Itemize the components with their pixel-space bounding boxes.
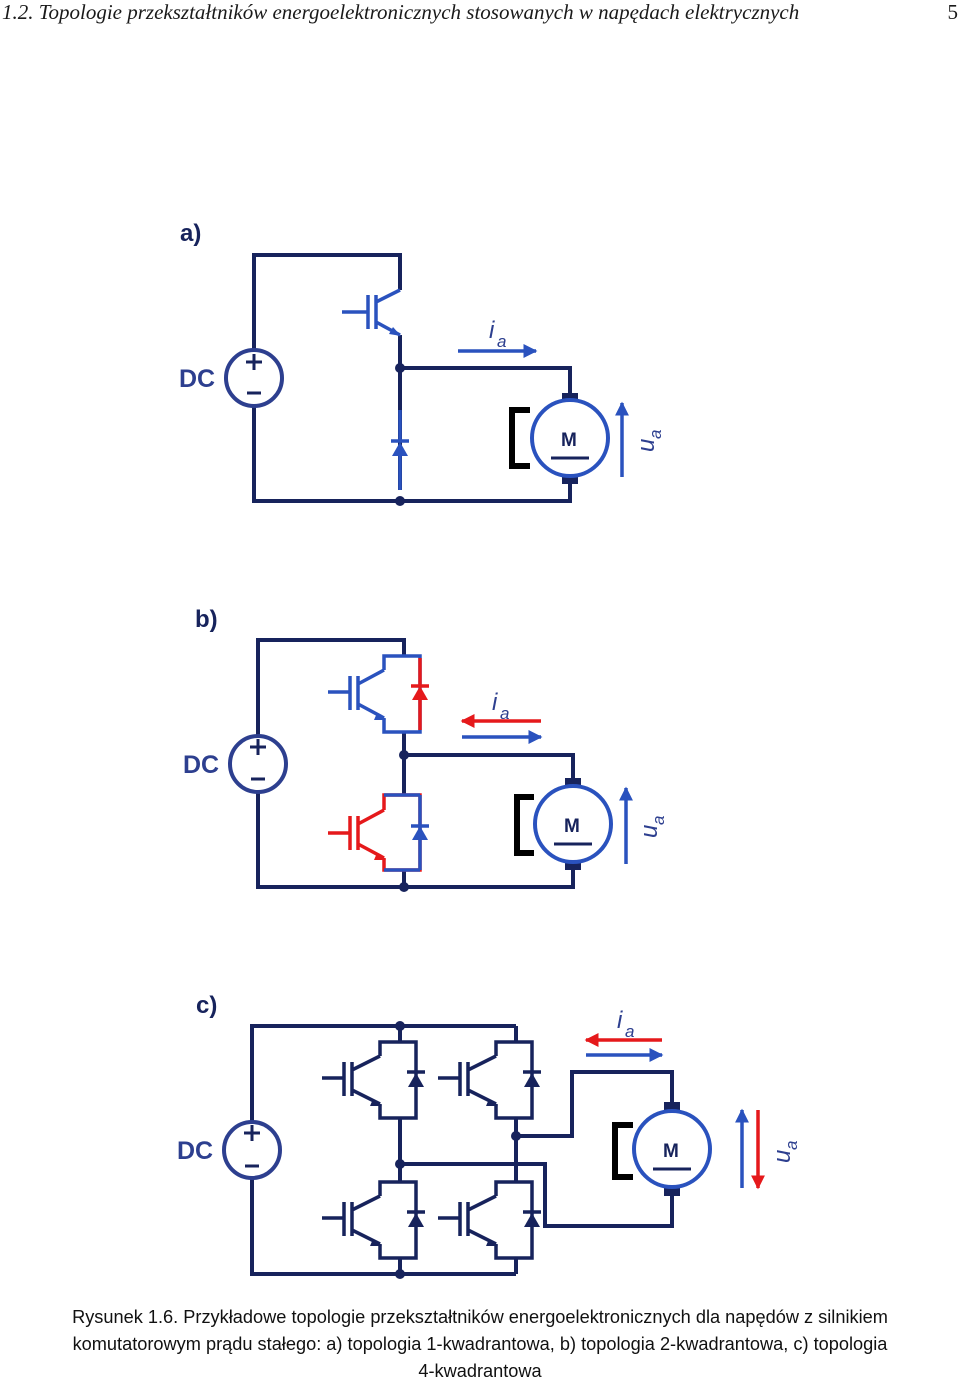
motor-terminal [664,1186,680,1196]
running-title: 1.2. Topologie przekształtników energoel… [2,0,800,24]
junction-dot [399,882,409,892]
voltage-symbol: u [636,825,663,838]
panel-c: c) DC [177,992,801,1279]
emitter-arrow-icon [374,853,386,860]
voltage-indicator: u a [615,401,665,477]
current-subscript: a [500,704,509,723]
dc-source-circle [228,734,288,794]
caption-line-2: komutatorowym prądu stałego: a) topologi… [72,1334,888,1354]
dc-motor: M [514,778,613,870]
voltage-subscript: a [646,430,665,439]
current-symbol: i [617,1007,623,1034]
current-symbol: i [492,689,498,716]
igbt-module-bottom-left [322,1180,425,1260]
motor-label: M [663,1141,679,1162]
converter-topologies-figure: a) DC M [177,220,801,1279]
emitter-arrow-icon [486,1099,498,1106]
emitter-arrow-icon [374,713,386,720]
panel-c-wiring [250,1024,674,1276]
dc-label: DC [183,751,219,779]
field-winding-bracket [514,794,534,856]
voltage-indicator: u a [735,1108,801,1190]
dc-label: DC [177,1137,213,1165]
junction-dot [395,1021,405,1031]
emitter-arrow-icon [370,1239,382,1246]
page-number: 5 [947,0,959,24]
panel-b-label: b) [195,606,218,633]
dc-label: DC [179,365,215,393]
dc-source-circle [224,348,284,408]
junction-dot [399,750,409,760]
voltage-subscript: a [782,1141,801,1150]
diode-icon [408,1213,424,1227]
igbt-transistor [342,288,401,337]
voltage-symbol: u [769,1150,796,1163]
diode-icon [408,1073,424,1087]
motor-terminal [565,860,581,870]
igbt-upper-module [328,654,429,734]
dc-motor: M [509,393,610,484]
plus-icon [244,1125,260,1141]
motor-label: M [561,430,577,451]
motor-label: M [564,816,580,837]
junction-dot [395,1159,405,1169]
caption-line-1: Rysunek 1.6. Przykładowe topologie przek… [72,1307,888,1327]
field-winding-bracket [509,407,530,469]
voltage-indicator: u a [619,786,668,864]
current-symbol: i [489,317,495,344]
panel-c-label: c) [196,992,217,1019]
junction-dot [395,1269,405,1279]
emitter-arrow-icon [370,1099,382,1106]
igbt-module-bottom-right [438,1180,541,1260]
panel-a-label: a) [180,220,201,247]
field-winding-bracket [612,1122,633,1180]
motor-terminal [565,778,581,788]
igbt-module-top-right [438,1040,541,1120]
junction-dot [395,496,405,506]
panel-b: b) DC [183,606,668,892]
junction-dot [395,363,405,373]
panel-b-wiring [256,638,575,889]
dc-source: DC [183,734,288,794]
plus-icon [250,739,266,755]
dc-motor: M [612,1102,712,1196]
current-indicator: i a [460,689,543,744]
igbt-module-top-left [322,1040,425,1120]
motor-terminal [562,474,578,484]
voltage-subscript: a [649,816,668,825]
emitter-arrow-icon [389,327,401,336]
diode-icon [524,1073,540,1087]
caption-line-3: 4-kwadrantowa [418,1361,542,1381]
diode-icon [524,1213,540,1227]
page-header: 1.2. Topologie przekształtników energoel… [0,0,960,30]
emitter-arrow-icon [486,1239,498,1246]
dc-source: DC [177,1120,282,1180]
diode-lower-forward [412,826,428,840]
voltage-symbol: u [633,439,660,452]
diode-upper-reverse [412,686,428,700]
current-indicator: i a [458,317,538,358]
panel-a: a) DC M [179,220,665,506]
dc-source-circle [222,1120,282,1180]
freewheeling-diode [391,410,409,490]
current-indicator: i a [584,1007,664,1062]
plus-icon [246,354,262,370]
figure-caption: Rysunek 1.6. Przykładowe topologie przek… [0,1304,960,1385]
current-subscript: a [625,1022,634,1041]
junction-dot [511,1131,521,1141]
motor-terminal [664,1102,680,1112]
igbt-lower-module [328,793,429,872]
current-subscript: a [497,332,506,351]
dc-source: DC [179,348,284,408]
